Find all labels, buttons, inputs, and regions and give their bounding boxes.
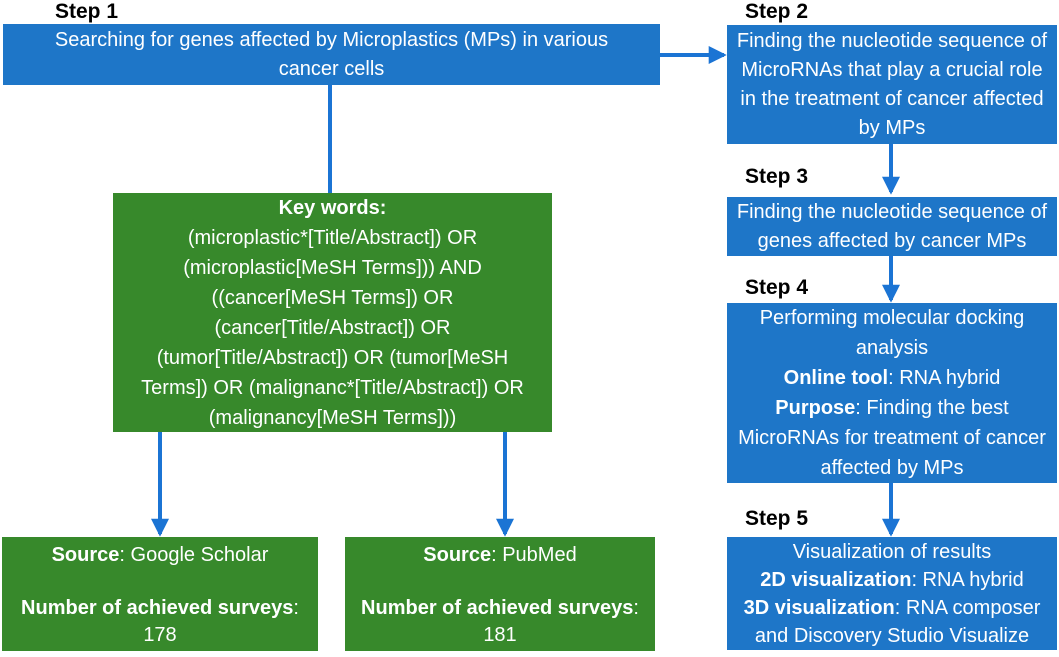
step1-label: Step 1 xyxy=(55,0,119,23)
source-pubmed-count: 181 xyxy=(483,624,517,646)
step3-label: Step 3 xyxy=(745,165,809,188)
step2-box: Finding the nucleotide sequence of Micro… xyxy=(727,25,1057,144)
step4-tool-label: Online tool xyxy=(783,367,889,389)
step5-2d-value: : RNA hybrid xyxy=(911,568,1024,591)
step5-3d-value: : RNA composer and Discovery Studio Visu… xyxy=(754,596,1041,647)
keywords-query: (microplastic*[Title/Abstract]) OR (micr… xyxy=(141,226,524,429)
source-google-value: : Google Scholar xyxy=(119,544,269,566)
step2-text: Finding the nucleotide sequence of Micro… xyxy=(736,29,1048,139)
step4-tool-value: : RNA hybrid xyxy=(888,367,1001,389)
step4-label: Step 4 xyxy=(745,276,809,299)
source-pubmed-value: : PubMed xyxy=(491,544,577,566)
step5-title: Visualization of results xyxy=(792,540,992,563)
step4-tool-line: Online tool: RNA hybrid xyxy=(784,363,1001,393)
source-pubmed-label: Source xyxy=(423,544,492,566)
source-pubmed-line: Source: PubMed xyxy=(423,542,576,569)
source-google-count-label: Number of achieved surveys xyxy=(21,597,294,619)
step4-purpose-label: Purpose xyxy=(775,397,856,419)
step3-box: Finding the nucleotide sequence of genes… xyxy=(727,197,1057,256)
source-google-box: Source: Google Scholar Number of achieve… xyxy=(2,537,318,651)
source-pubmed-count-line: Number of achieved surveys: xyxy=(361,597,639,619)
step5-3d-label: 3D visualization xyxy=(743,596,895,619)
source-pubmed-box: Source: PubMed Number of achieved survey… xyxy=(345,537,655,651)
step2-label: Step 2 xyxy=(745,0,809,23)
step5-box: Visualization of results 2D visualizatio… xyxy=(727,537,1057,650)
step1-text: Searching for genes affected by Micropla… xyxy=(54,28,609,80)
step5-2d-line: 2D visualization: RNA hybrid xyxy=(760,566,1023,594)
source-google-line: Source: Google Scholar xyxy=(52,542,269,569)
keywords-box: Key words: (microplastic*[Title/Abstract… xyxy=(113,193,552,432)
step4-title: Performing molecular docking analysis xyxy=(759,307,1025,359)
source-google-label: Source xyxy=(51,544,120,566)
step5-2d-label: 2D visualization xyxy=(760,568,912,591)
step3-text: Finding the nucleotide sequence of genes… xyxy=(736,200,1048,252)
keywords-title: Key words: xyxy=(278,196,387,219)
step5-label: Step 5 xyxy=(745,507,809,530)
step4-box: Performing molecular docking analysis On… xyxy=(727,303,1057,483)
source-google-count: 178 xyxy=(143,624,177,646)
step4-purpose-value: : Finding the best MicroRNAs for treatme… xyxy=(738,397,1046,479)
source-google-count-line: Number of achieved surveys: xyxy=(21,597,299,619)
step4-purpose-line: Purpose: Finding the best MicroRNAs for … xyxy=(735,393,1049,483)
source-pubmed-count-label: Number of achieved surveys xyxy=(361,597,634,619)
step5-3d-line: 3D visualization: RNA composer and Disco… xyxy=(735,594,1049,650)
step1-box: Searching for genes affected by Micropla… xyxy=(3,24,660,85)
